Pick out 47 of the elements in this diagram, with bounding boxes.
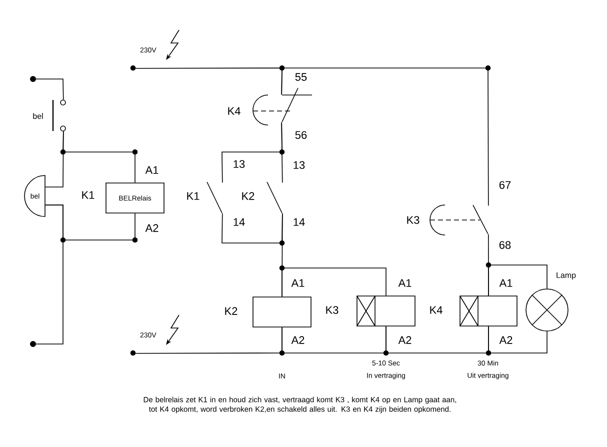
component-label: K2 [242,192,254,200]
terminal-label: 14 [294,218,305,226]
switch-contact [430,204,488,236]
component-label: K1 [187,192,200,200]
terminal-label: A1 [291,279,304,287]
relay-coil [252,296,312,328]
wire [62,131,136,183]
component-label: K3 [326,306,338,314]
wire [36,204,64,344]
terminal-label: A2 [145,224,158,232]
lamp-symbol [526,288,568,332]
switch-contact [206,182,222,214]
terminal-label: A2 [291,336,304,344]
wire [36,78,64,100]
push-button [52,100,66,132]
switch-contact [252,88,312,126]
component-label: K4 [430,306,442,314]
wire [281,68,489,206]
wire [222,213,283,244]
component-label: K2 [225,307,238,315]
terminal-label: 56 [295,131,307,139]
terminal-label: 67 [499,181,511,189]
wire [488,264,548,296]
component-label: K1 [82,191,94,199]
wire [282,326,386,354]
terminal-label: 55 [295,73,307,81]
wire [281,122,283,183]
terminal-label: 13 [234,160,245,168]
wire [282,268,386,297]
component-label: K3 [407,216,420,224]
terminal-label: A2 [398,336,412,344]
terminal-label: A1 [398,279,412,287]
delay-relay-coil [356,296,416,326]
delay-relay-coil [460,296,518,326]
terminal-label: 14 [234,218,245,226]
wire [488,326,548,354]
terminal-label: 13 [294,161,305,169]
terminal-label: A2 [499,336,512,344]
wire [386,326,489,354]
terminal-label: 68 [499,241,511,249]
wire [45,131,64,188]
terminal-label: A1 [145,166,158,174]
component-label: Lamp [556,272,576,280]
component-label: bel [33,113,43,119]
terminal-label: A1 [499,279,512,287]
switch-contact [266,182,282,214]
component-label: K4 [228,107,240,115]
